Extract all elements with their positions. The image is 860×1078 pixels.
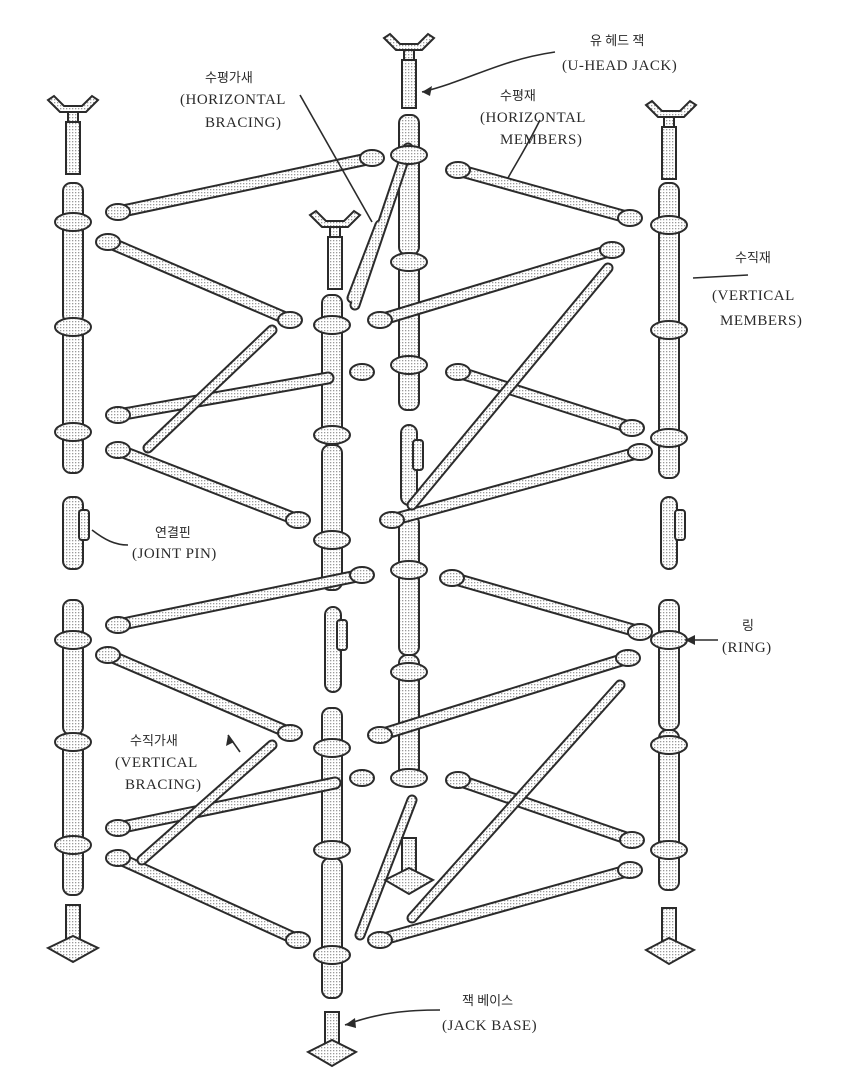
leader-u-head-jack xyxy=(421,51,556,93)
leader-lines xyxy=(91,51,749,1026)
vertical-members-en2: MEMBERS) xyxy=(720,313,802,329)
scaffold-structure xyxy=(45,32,698,1068)
vertical-members-ko: 수직재 xyxy=(735,250,771,265)
leader-horizontal-members xyxy=(507,119,541,179)
jack-base-left xyxy=(45,904,101,964)
label-ring: 링 (RING) xyxy=(722,618,772,656)
leader-joint-pin xyxy=(91,529,129,546)
label-jack-base: 잭 베이스 (JACK BASE) xyxy=(442,993,537,1034)
horizontal-bracing-en1: (HORIZONTAL xyxy=(180,92,286,108)
horizontal-members-en2: MEMBERS) xyxy=(500,132,582,148)
label-joint-pin: 연결핀 (JOINT PIN) xyxy=(132,525,217,562)
jack-base-en: (JACK BASE) xyxy=(442,1018,537,1034)
u-head-jack-left xyxy=(46,94,100,175)
vertical-bracing-ko: 수직가새 xyxy=(130,733,178,748)
bracing-members xyxy=(136,142,626,941)
joint-pin-en: (JOINT PIN) xyxy=(132,546,217,562)
jack-bases xyxy=(45,837,697,1068)
label-vertical-members: 수직재 (VERTICAL MEMBERS) xyxy=(712,250,802,329)
u-head-jack-ko: 유 헤드 잭 xyxy=(590,33,644,48)
leader-arrows xyxy=(226,86,695,1028)
leader-horizontal-bracing xyxy=(299,94,373,223)
u-head-jack-right xyxy=(644,99,698,180)
jack-base-front xyxy=(305,1011,359,1068)
label-horizontal-members: 수평재 (HORIZONTAL MEMBERS) xyxy=(480,88,586,148)
horizontal-members-en1: (HORIZONTAL xyxy=(480,110,586,126)
joint-pins xyxy=(78,439,686,651)
leader-jack-base xyxy=(344,1009,441,1026)
u-head-jack-en: (U-HEAD JACK) xyxy=(562,58,677,74)
member-end-clamps xyxy=(95,149,653,949)
label-u-head-jack: 유 헤드 잭 (U-HEAD JACK) xyxy=(562,33,677,74)
label-vertical-bracing: 수직가새 (VERTICAL BRACING) xyxy=(115,733,202,793)
jack-base-back xyxy=(382,837,436,896)
leader-vertical-members xyxy=(692,274,749,279)
u-head-jacks xyxy=(46,32,698,290)
ring-en: (RING) xyxy=(722,640,772,656)
ring-ko: 링 xyxy=(742,618,754,633)
label-horizontal-bracing: 수평가새 (HORIZONTAL BRACING) xyxy=(180,70,286,131)
joint-pin-ko: 연결핀 xyxy=(155,525,191,540)
vertical-bracing-en2: BRACING) xyxy=(125,777,202,793)
horizontal-members-ko: 수평재 xyxy=(500,88,536,103)
jack-base-ko: 잭 베이스 xyxy=(462,993,513,1008)
rings xyxy=(54,145,688,965)
horizontal-bracing-en2: BRACING) xyxy=(205,115,282,131)
jack-base-right xyxy=(643,907,697,966)
horizontal-members xyxy=(101,151,647,947)
u-head-jack-front xyxy=(308,209,362,290)
u-head-jack-back xyxy=(382,32,436,109)
horizontal-bracing-ko: 수평가새 xyxy=(205,70,253,85)
vertical-members-en1: (VERTICAL xyxy=(712,288,795,304)
vertical-bracing-en1: (VERTICAL xyxy=(115,755,198,771)
